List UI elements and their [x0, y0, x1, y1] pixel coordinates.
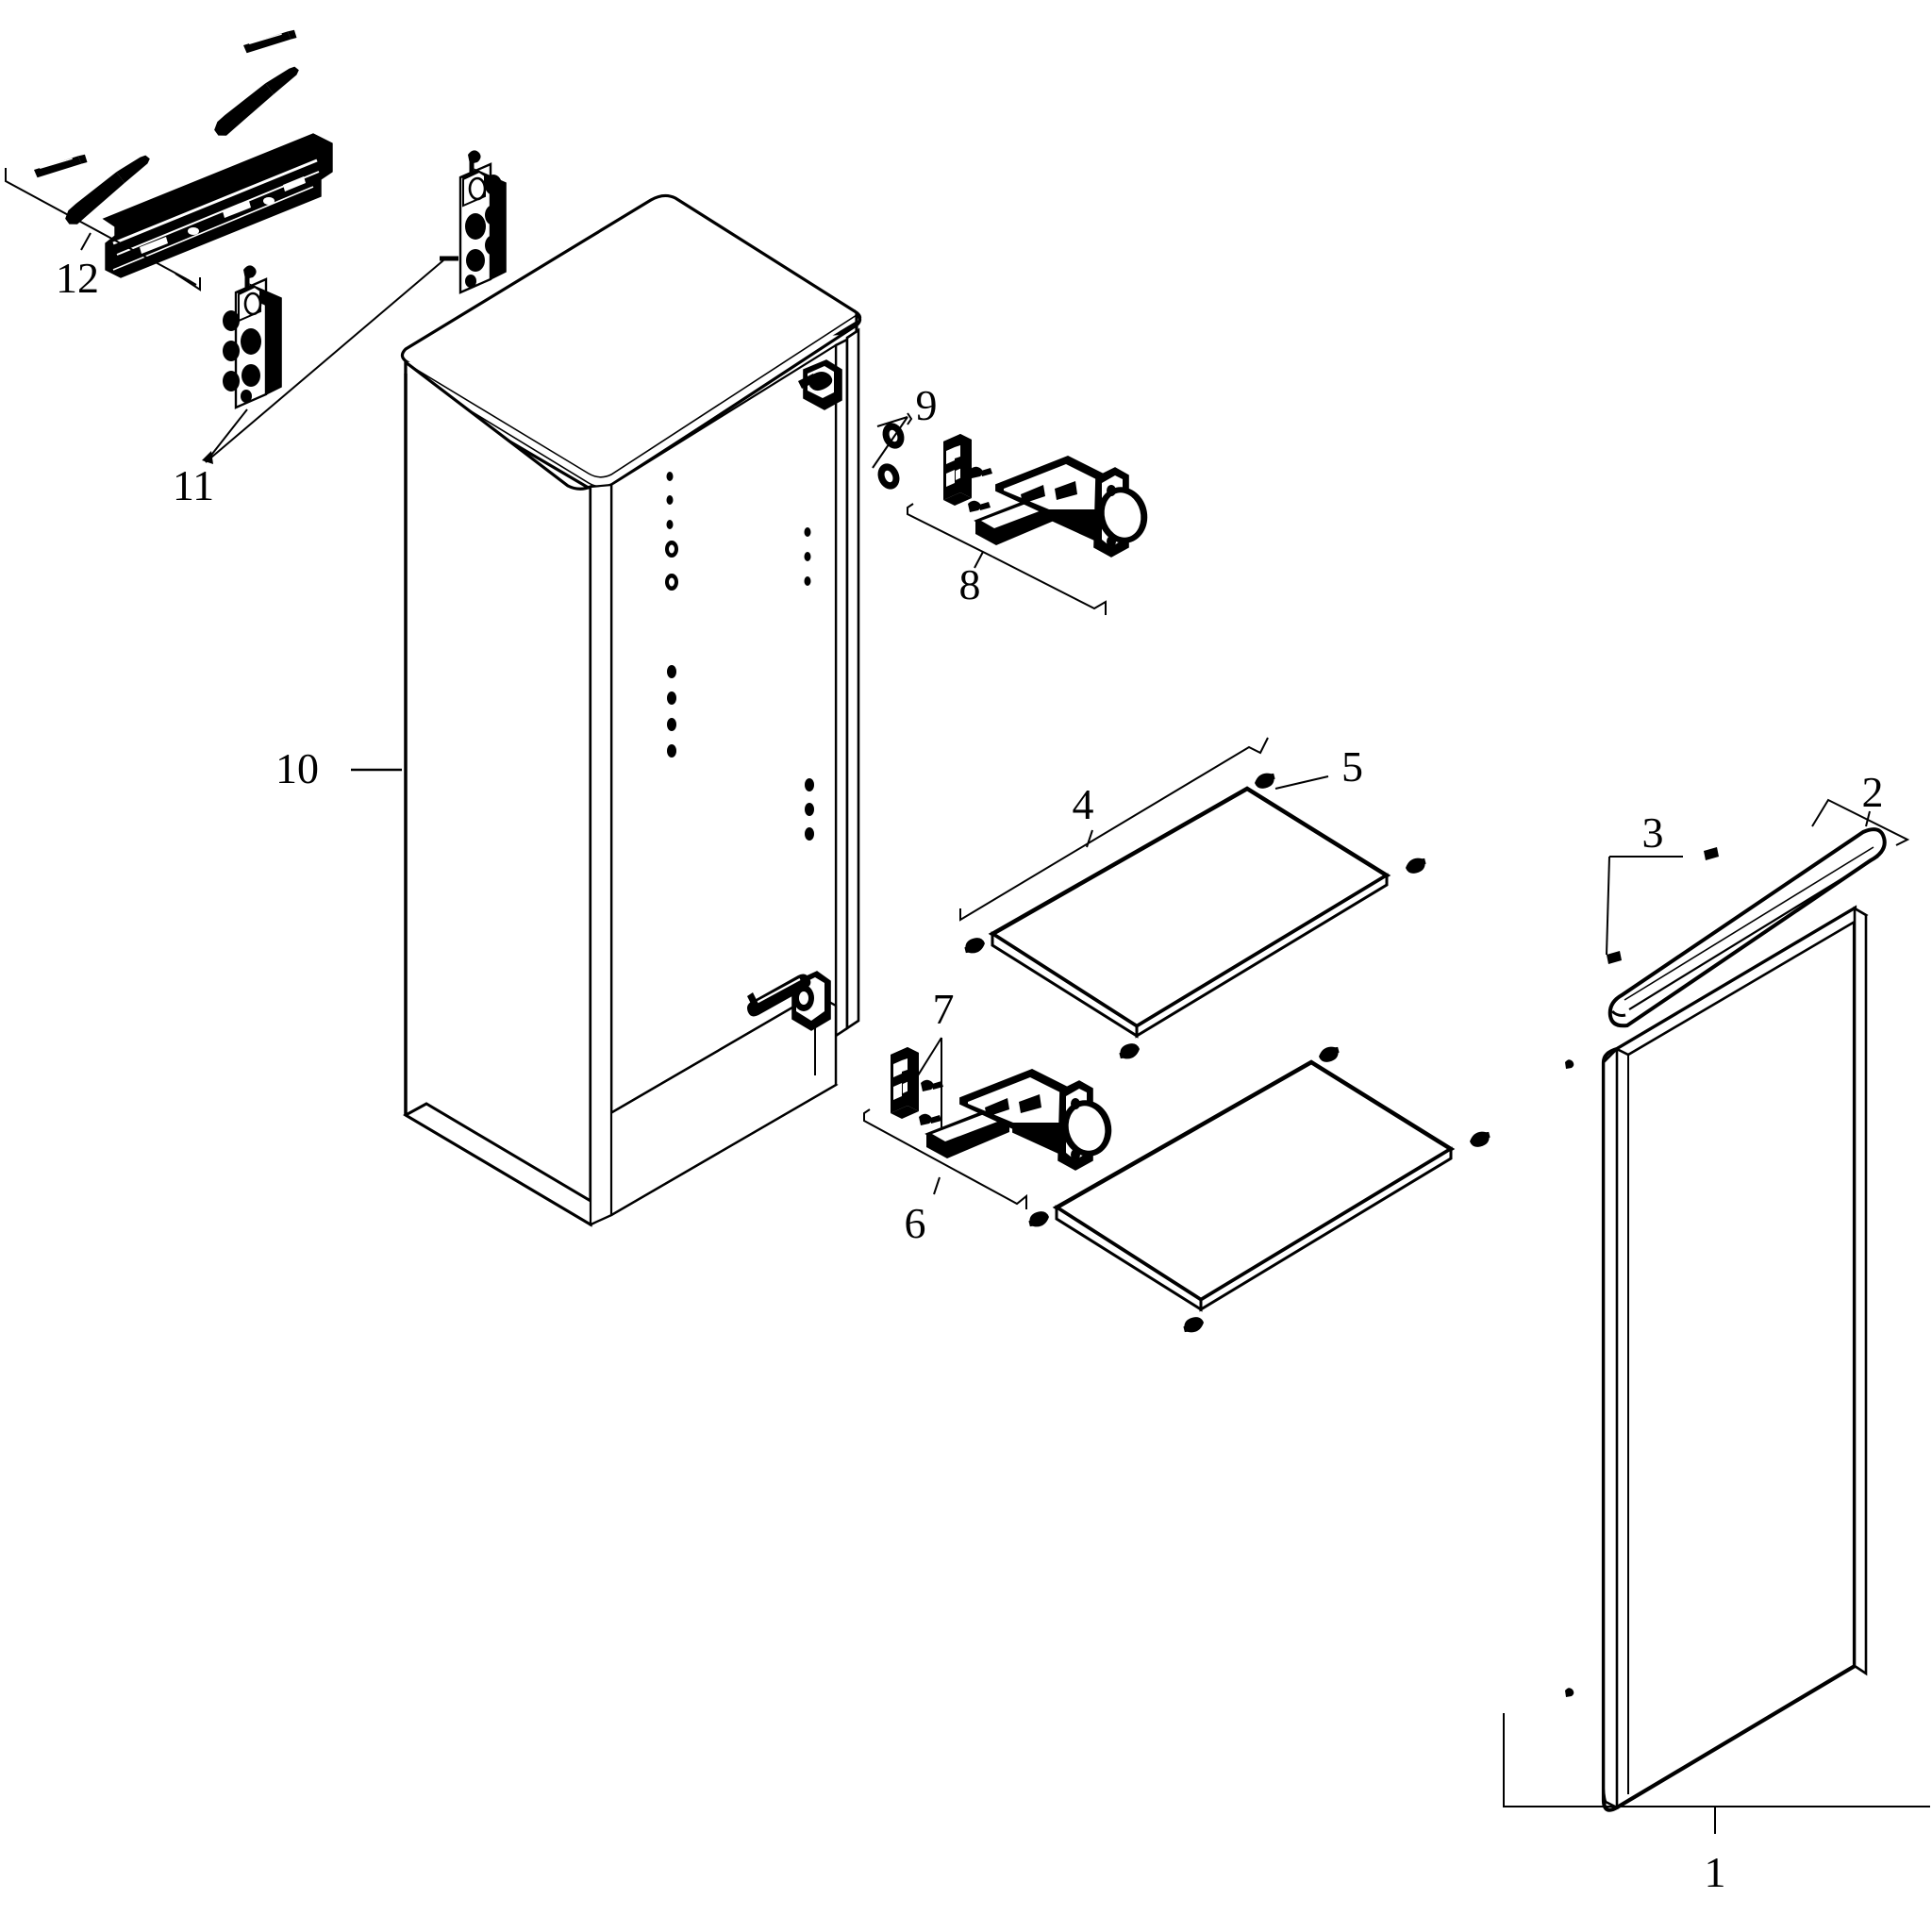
shelf-pin-holes-back — [665, 472, 678, 758]
hinge-cup-lower — [959, 1069, 1112, 1171]
callout-label-5: 5 — [1341, 742, 1363, 791]
wall-plug-dowel-a — [242, 26, 298, 57]
part-hanging-bracket-left — [223, 265, 282, 409]
hinge-mount-plate-upper — [943, 434, 972, 506]
callout-label-9: 9 — [916, 381, 938, 429]
wall-rail-screw-a — [203, 65, 312, 140]
callout-label-6: 6 — [905, 1199, 926, 1247]
hinge-screw-lower-a — [921, 1079, 943, 1091]
hinge-cover-cap-lower — [924, 1108, 1011, 1158]
hinge-mount-plate-lower — [891, 1047, 919, 1119]
callout-label-4: 4 — [1073, 780, 1094, 828]
part-hinge-assembly-lower — [891, 1047, 1112, 1171]
callout-label-1: 1 — [1705, 1848, 1726, 1896]
callout-1-leader — [1503, 1713, 1930, 1834]
callout-11-leader — [202, 256, 458, 464]
callout-label-8: 8 — [959, 560, 981, 608]
part-handle-bar — [1607, 827, 1887, 1028]
part-door-panel — [1565, 905, 1869, 1812]
carcass-hinge-mount-lower — [747, 971, 831, 1031]
callout-5-leader — [1274, 775, 1329, 790]
callout-2-leader — [1811, 798, 1910, 846]
wall-plug-dowel-b — [32, 151, 89, 181]
callout-7-leader — [912, 1037, 942, 1127]
part-cabinet-carcass — [400, 193, 862, 1227]
callout-12-leader — [5, 168, 201, 291]
part-hanging-bracket-right — [458, 150, 507, 294]
callout-4-leader — [959, 737, 1269, 922]
handle-screws — [1607, 847, 1719, 964]
callout-label-3: 3 — [1642, 808, 1664, 857]
wall-rail — [102, 133, 333, 278]
part-hinge-assembly-upper — [943, 434, 1148, 558]
callout-label-2: 2 — [1862, 768, 1884, 816]
part-hinge-washers — [877, 423, 905, 490]
hinge-screw-upper-a — [970, 466, 992, 478]
callout-3-leader — [1606, 856, 1683, 956]
part-shelf-lower — [1052, 1059, 1456, 1312]
callout-label-7: 7 — [933, 985, 955, 1033]
carcass-hinge-mount-upper — [798, 359, 842, 410]
callout-label-10: 10 — [275, 744, 319, 792]
callout-6-leader — [863, 1108, 1027, 1209]
hinge-screw-lower-b — [919, 1113, 941, 1125]
hinge-screw-upper-b — [968, 500, 991, 512]
callout-label-12: 12 — [56, 254, 99, 302]
callout-8-leader — [907, 503, 1107, 615]
part-shelf-upper — [988, 786, 1391, 1039]
hinge-cup-upper — [995, 456, 1148, 558]
part-wall-rail-kit — [5, 26, 333, 291]
shelf-pin-holes-front — [804, 527, 814, 841]
callout-9-leader — [872, 412, 913, 469]
callout-label-11: 11 — [173, 461, 214, 509]
